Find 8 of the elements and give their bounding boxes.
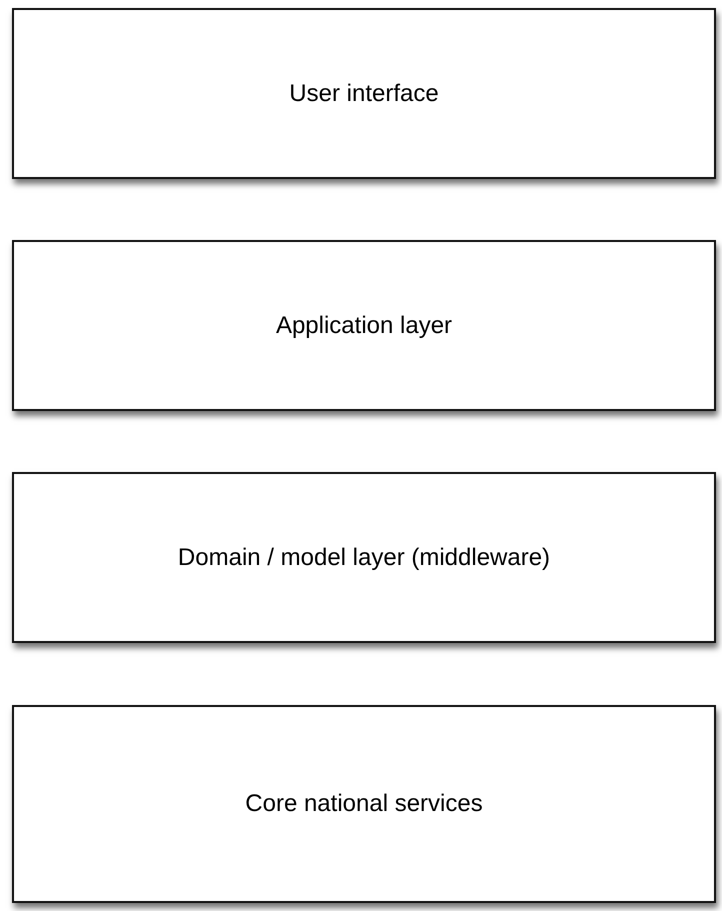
layer-box <box>12 705 716 903</box>
layer-label: Domain / model layer (middleware) <box>178 544 550 572</box>
layer-box <box>12 8 716 179</box>
layer-box <box>12 240 716 411</box>
layer-label: Core national services <box>245 790 483 818</box>
layer-box <box>12 472 716 643</box>
layer-label: User interface <box>289 80 439 108</box>
layer-label: Application layer <box>276 312 452 340</box>
